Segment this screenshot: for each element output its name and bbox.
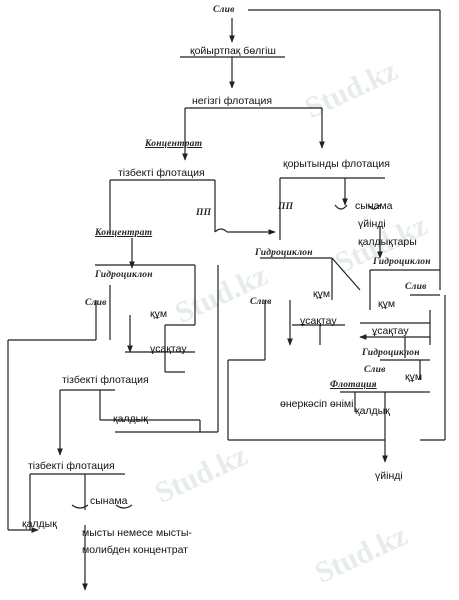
label-tailings-remains-2: қалдықтары bbox=[358, 236, 417, 248]
label-tailings-3: қалдық bbox=[22, 518, 57, 530]
label-cleaner-flotation-2: тізбекті флотация bbox=[62, 374, 149, 386]
ru-label-overflow-top: Слив bbox=[213, 5, 235, 15]
flow-line bbox=[214, 228, 228, 233]
label-sand-3: құм bbox=[378, 298, 396, 310]
label-regrind-3: ұсақтау bbox=[372, 325, 409, 337]
label-final-tailings: үйінді bbox=[375, 470, 403, 482]
label-rough-flotation: қорытынды флотация bbox=[283, 158, 390, 170]
ru-label-pp-1: ПП bbox=[196, 208, 212, 218]
ru-label-overflow-1: Слив bbox=[85, 298, 107, 308]
flow-line bbox=[331, 257, 361, 291]
label-sand-1: құм bbox=[150, 308, 168, 320]
label-regrind-1: ұсақтау bbox=[150, 343, 187, 355]
label-concentrate-2: молибден концентрат bbox=[82, 544, 188, 556]
ru-label-concentrate-2: Концентрат bbox=[95, 228, 153, 238]
label-regrind-2: ұсақтау bbox=[300, 315, 337, 327]
label-tailings-2: қалдық bbox=[113, 413, 148, 425]
label-industrial-product: өнеркәсіп өнімі bbox=[280, 398, 354, 410]
ru-label-hydrocyclone-2: Гидроциклон bbox=[255, 248, 313, 258]
flow-line bbox=[367, 204, 381, 210]
label-sand-4: құм bbox=[405, 371, 423, 383]
label-sand-2: құм bbox=[313, 288, 331, 300]
label-concentrate-1: мысты немесе мысты- bbox=[82, 527, 192, 539]
ru-label-hydrocyclone-1: Гидроциклон bbox=[95, 270, 153, 280]
label-grinding: қойыртпақ бөлгіш bbox=[190, 45, 276, 57]
ru-label-overflow-2: Слив bbox=[250, 297, 272, 307]
flow-line bbox=[115, 504, 133, 509]
label-cleaner-flotation-1: тізбекті флотация bbox=[118, 167, 205, 179]
ru-label-hydrocyclone-4: Гидроциклон bbox=[362, 348, 420, 358]
ru-label-concentrate-1: Концентрат bbox=[145, 139, 203, 149]
flow-line bbox=[71, 504, 89, 509]
label-sample-2: сынама bbox=[90, 495, 128, 507]
ru-label-overflow-4: Слив bbox=[364, 365, 386, 375]
ru-label-pp-2: ПП bbox=[278, 202, 294, 212]
ru-label-hydrocyclone-3: Гидроциклон bbox=[373, 257, 431, 267]
flow-line bbox=[334, 204, 348, 210]
label-tailings-remains-1: үйінді bbox=[358, 218, 386, 230]
label-cleaner-flotation-3: тізбекті флотация bbox=[28, 460, 115, 472]
label-sample-1: сынама bbox=[355, 200, 393, 212]
ru-label-flotation: Флотация bbox=[330, 380, 377, 390]
label-tailings-1: қалдық bbox=[355, 405, 390, 417]
ru-label-overflow-3: Слив bbox=[405, 282, 427, 292]
label-main-flotation: негізгі флотация bbox=[192, 95, 273, 107]
